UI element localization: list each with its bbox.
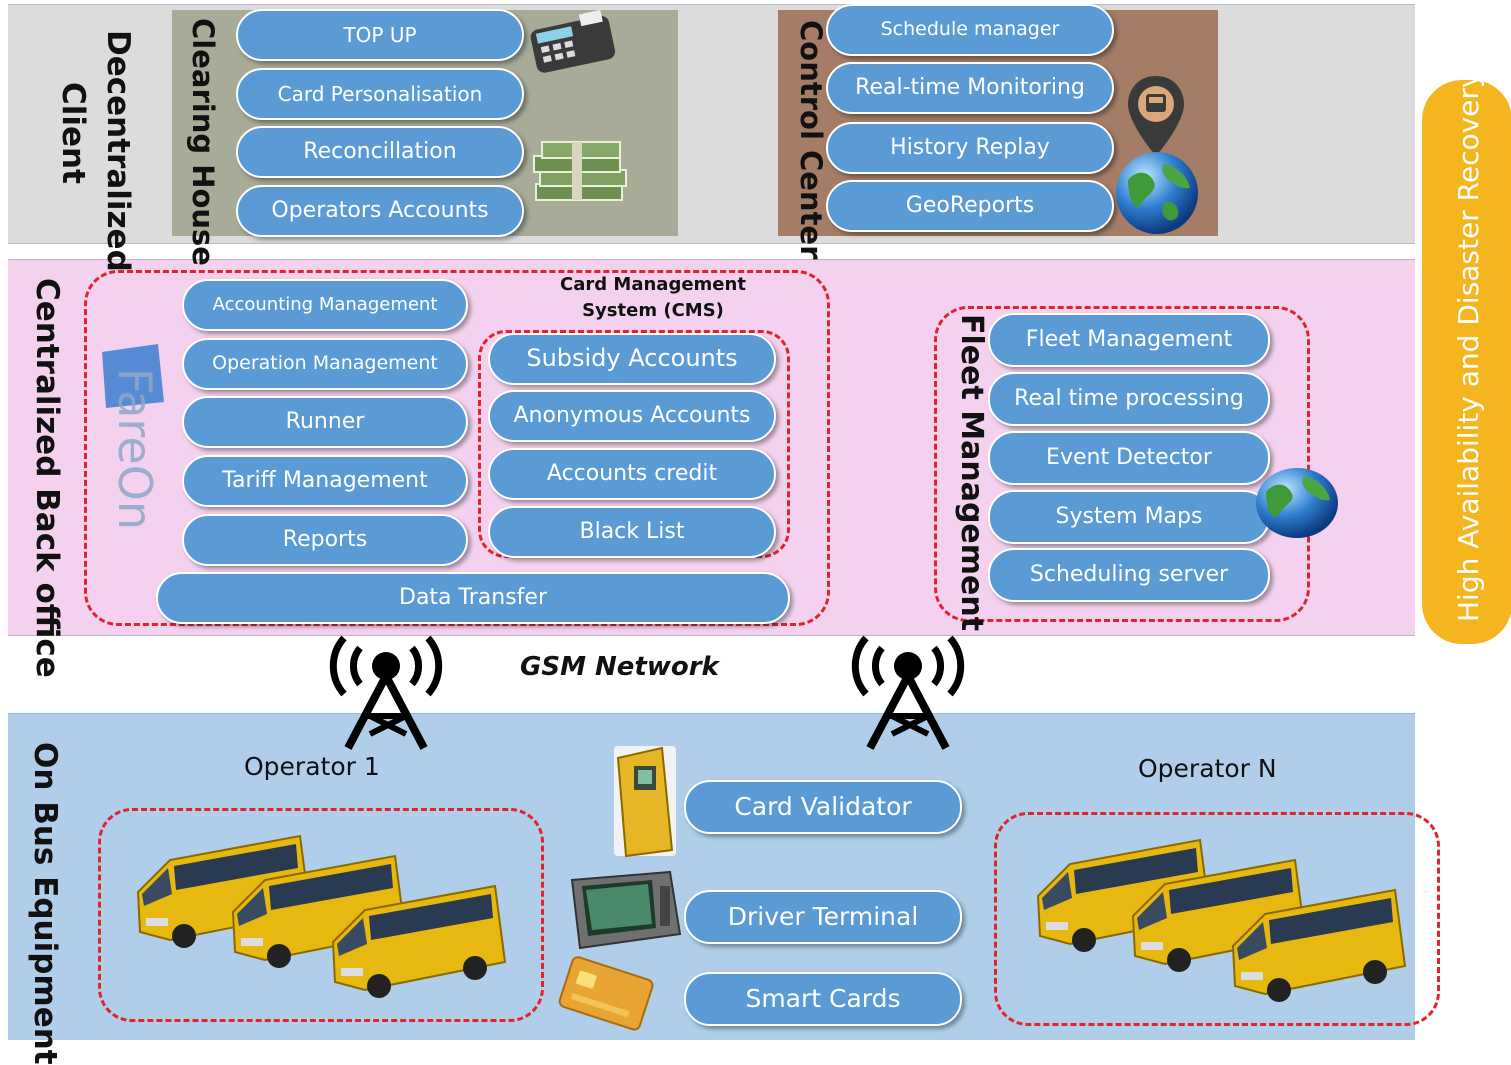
- clearing-house-title: Clearing House: [186, 18, 220, 266]
- black-list-button[interactable]: Black List: [488, 506, 776, 558]
- card-validator-button[interactable]: Card Validator: [684, 780, 962, 834]
- real-time-monitoring-button[interactable]: Real-time Monitoring: [826, 62, 1114, 114]
- bus-fleet-icon: [136, 834, 506, 999]
- operator-1-fleet-group: [98, 808, 544, 1022]
- cms-title-line2: System (CMS): [582, 300, 724, 321]
- decentralized-client-title: Decentralized: [100, 30, 136, 272]
- anonymous-accounts-button[interactable]: Anonymous Accounts: [488, 390, 776, 442]
- control-center-title-wrap: Control Center: [794, 20, 828, 260]
- high-availability-banner-text: High Availability and Disaster Recovery: [1452, 71, 1485, 622]
- fareon-logo-text: FareOn: [108, 368, 162, 530]
- on-bus-equipment-title-wrap: On Bus Equipment: [27, 742, 63, 1065]
- fleet-management-title-wrap: Fleet Management: [954, 314, 989, 632]
- reconcillation-button[interactable]: Reconcillation: [236, 126, 524, 178]
- driver-terminal-button[interactable]: Driver Terminal: [684, 890, 962, 944]
- card-validator-icon: [614, 746, 676, 858]
- client-title-line2-wrap: Client: [55, 82, 91, 184]
- operator-1-label: Operator 1: [244, 752, 380, 781]
- scheduling-server-button[interactable]: Scheduling server: [988, 548, 1270, 602]
- smart-cards-button[interactable]: Smart Cards: [684, 972, 962, 1026]
- back-office-dashed-group: [84, 270, 830, 626]
- cms-title-line1: Card Management: [560, 274, 746, 295]
- back-office-title: Centralized Back office: [29, 278, 65, 678]
- data-transfer-button[interactable]: Data Transfer: [156, 572, 790, 624]
- real-time-processing-button[interactable]: Real time processing: [988, 372, 1270, 426]
- accounting-management-button[interactable]: Accounting Management: [182, 279, 468, 331]
- fleet-management-title: Fleet Management: [954, 314, 989, 632]
- history-replay-button[interactable]: History Replay: [826, 122, 1114, 174]
- pos-terminal-icon: [530, 9, 616, 73]
- driver-terminal-icon: [570, 870, 682, 950]
- smart-card-icon: [558, 956, 654, 1031]
- fareon-logo-icon: [102, 344, 164, 408]
- bus-fleet-icon: [1037, 839, 1406, 1003]
- gsm-network-label: GSM Network: [520, 652, 719, 682]
- client-title-line2: Client: [55, 82, 91, 184]
- on-bus-equipment-title: On Bus Equipment: [27, 742, 63, 1065]
- client-title-line1: Decentralized: [100, 30, 136, 272]
- operator-n-fleet-group: [994, 812, 1440, 1026]
- fleet-management-dashed-group: [934, 306, 1310, 622]
- runner-button[interactable]: Runner: [182, 396, 468, 448]
- georeports-button[interactable]: GeoReports: [826, 180, 1114, 232]
- money-stack-icon: [533, 141, 627, 201]
- operator-n-label: Operator N: [1138, 754, 1277, 783]
- fleet-management-button[interactable]: Fleet Management: [988, 313, 1270, 367]
- gsm-tower-icon: [851, 635, 965, 750]
- accounts-credit-button[interactable]: Accounts credit: [488, 448, 776, 500]
- high-availability-banner: [1422, 80, 1511, 644]
- subsidy-accounts-button[interactable]: Subsidy Accounts: [488, 333, 776, 385]
- operators-accounts-button[interactable]: Operators Accounts: [236, 185, 524, 237]
- system-maps-button[interactable]: System Maps: [988, 490, 1270, 544]
- schedule-manager-button[interactable]: Schedule manager: [826, 4, 1114, 56]
- card-personalisation-button[interactable]: Card Personalisation: [236, 68, 524, 120]
- globe-icon: [1256, 468, 1338, 538]
- gsm-tower-icon: [329, 635, 443, 750]
- top-up-button[interactable]: TOP UP: [236, 9, 524, 61]
- globe-icon: [1116, 152, 1198, 234]
- clearing-house-title-wrap: Clearing House: [186, 18, 220, 266]
- reports-button[interactable]: Reports: [182, 514, 468, 566]
- map-pin-icon: [1128, 76, 1184, 156]
- control-center-title: Control Center: [794, 20, 828, 260]
- back-office-title-wrap: Centralized Back office: [29, 278, 65, 678]
- operation-management-button[interactable]: Operation Management: [182, 338, 468, 390]
- tariff-management-button[interactable]: Tariff Management: [182, 455, 468, 507]
- event-detector-button[interactable]: Event Detector: [988, 431, 1270, 485]
